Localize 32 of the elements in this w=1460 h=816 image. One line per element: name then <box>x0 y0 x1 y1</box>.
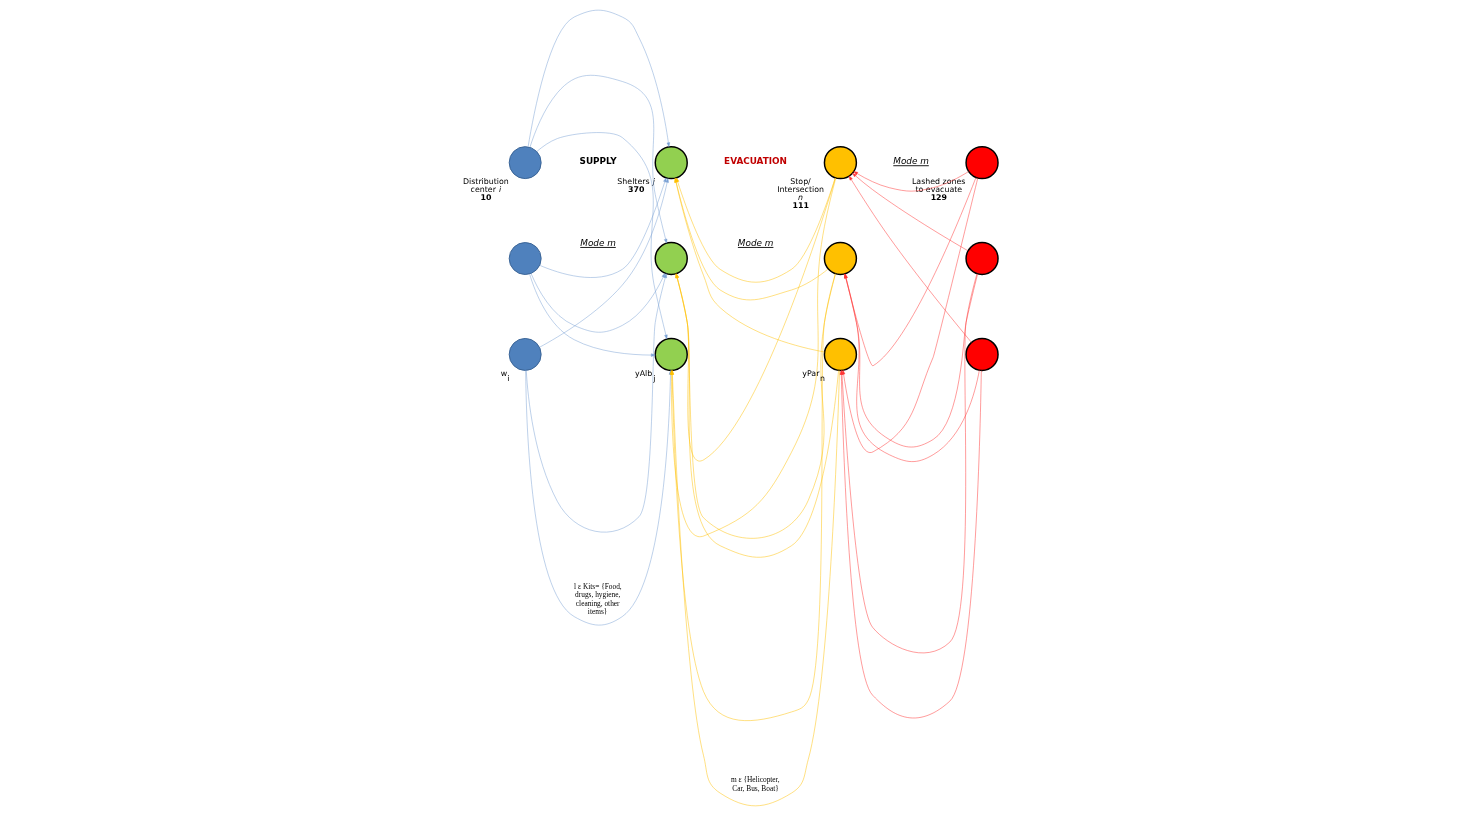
arrow <box>839 370 982 719</box>
arrow <box>843 177 976 366</box>
node-circle <box>654 337 688 372</box>
arrow <box>848 175 972 343</box>
edge-label: l ε Kits= {Food, drugs, hygiene, cleaning, other items} <box>573 582 622 617</box>
arrow <box>527 9 670 148</box>
node-circle <box>964 241 999 276</box>
label: SUPPLY <box>579 156 617 167</box>
arrow <box>539 177 666 278</box>
node-circle <box>508 146 542 180</box>
arrow <box>538 178 669 348</box>
node-circle <box>823 241 857 276</box>
arrow <box>853 171 969 192</box>
label: Mode m <box>892 156 929 167</box>
label: EVACUATION <box>723 156 787 167</box>
arrow <box>536 132 667 340</box>
node-circle <box>964 145 999 180</box>
arrow <box>851 172 968 251</box>
arrow <box>528 273 655 357</box>
arrow <box>529 75 667 244</box>
arrow <box>839 273 977 654</box>
edge-label: m ε {Helicopter, Car, Bus, Boat} <box>730 775 780 793</box>
label: Mode m <box>579 237 616 248</box>
node-circle <box>964 337 999 372</box>
node-circle <box>508 242 542 275</box>
arrow <box>841 177 978 453</box>
arrow <box>530 273 665 333</box>
label: Mode m <box>737 237 773 248</box>
node-circle <box>823 337 857 372</box>
node-circle <box>508 337 542 371</box>
node-circle <box>654 145 688 180</box>
arrow <box>525 273 667 533</box>
